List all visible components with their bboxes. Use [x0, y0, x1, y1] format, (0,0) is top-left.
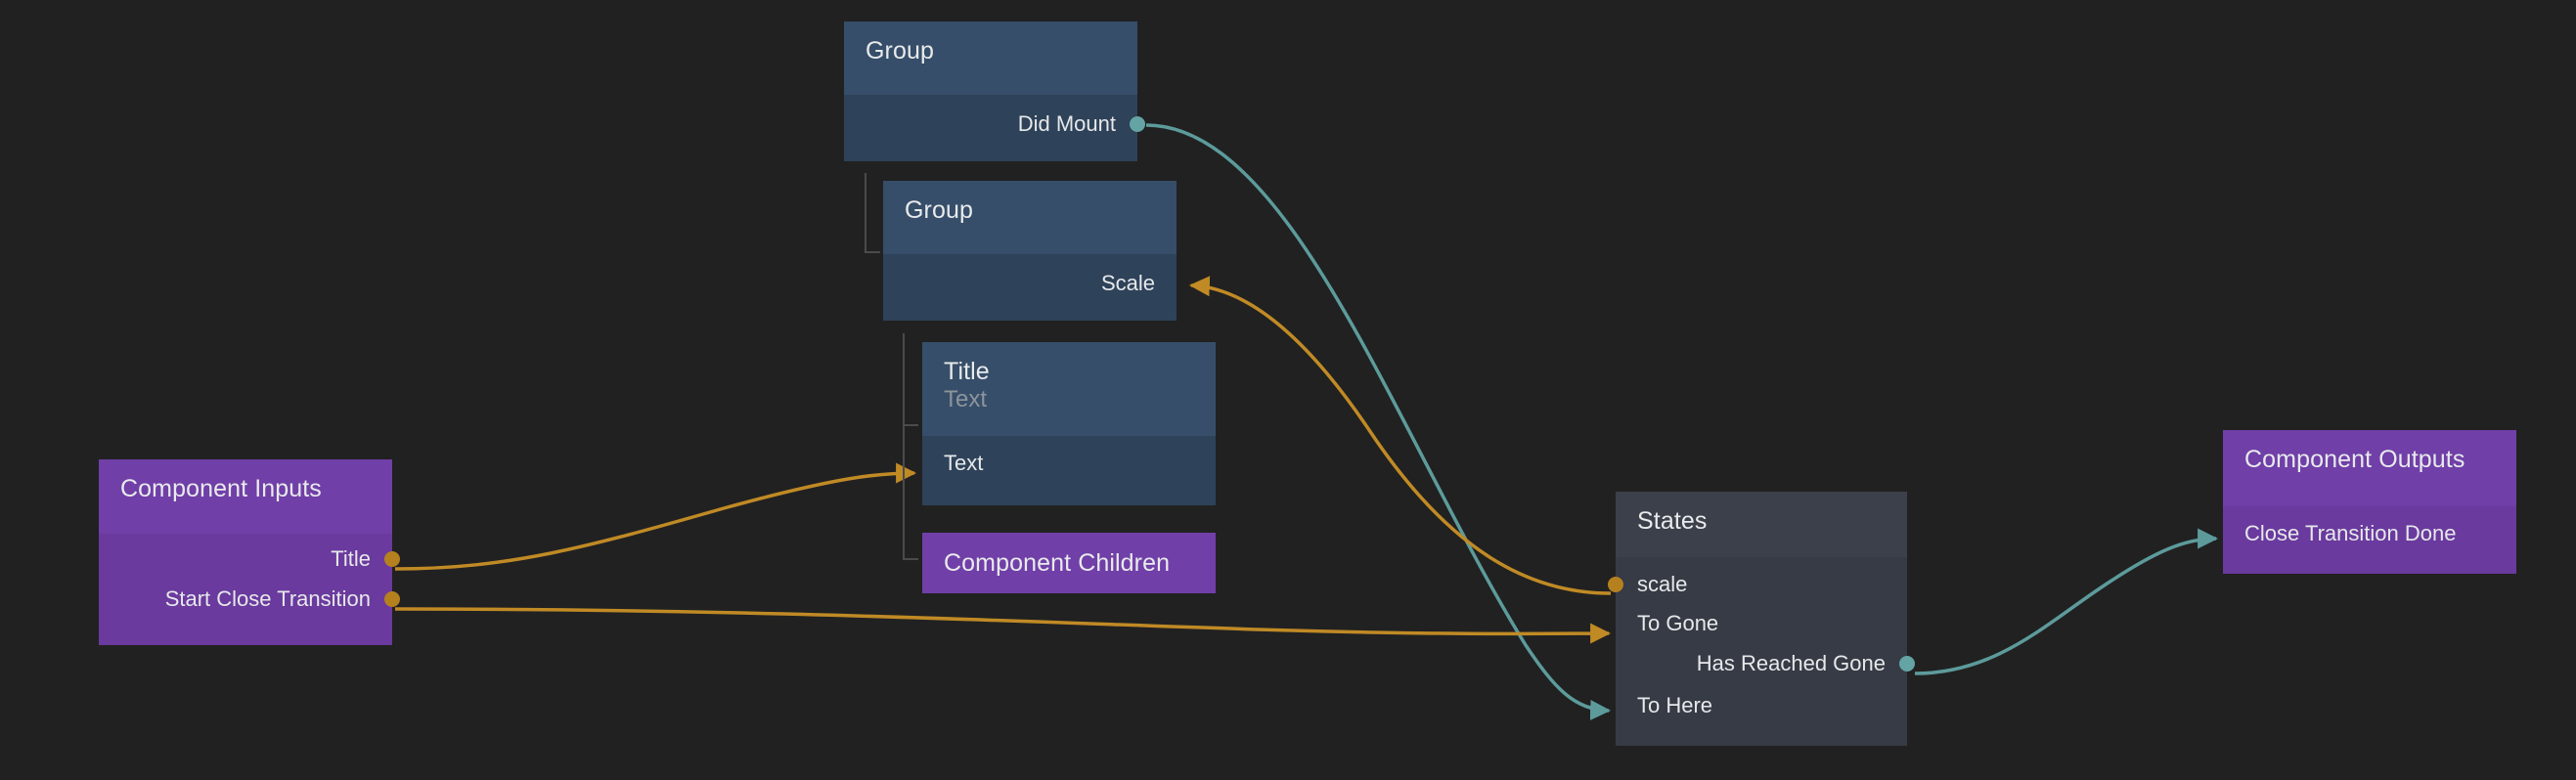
node-component-children[interactable]: Component Children — [922, 533, 1216, 593]
node-title: Title — [944, 358, 990, 385]
port-label: Title — [331, 546, 371, 571]
port-label: Close Transition Done — [2244, 521, 2457, 545]
port-dot-has-reached-gone[interactable] — [1899, 656, 1915, 672]
port-scale-in[interactable]: Scale — [1101, 272, 1155, 295]
node-header: Group — [844, 22, 1137, 95]
node-header: States — [1616, 492, 1907, 557]
port-dot-did-mount[interactable] — [1130, 116, 1145, 132]
node-component-outputs[interactable]: Component Outputs Close Transition Done — [2223, 430, 2516, 574]
tree-guide-horizontal-2b — [903, 558, 918, 560]
port-label: To Here — [1637, 693, 1713, 717]
node-header: Component Children — [922, 533, 1216, 593]
node-body: Title Start Close Transition — [99, 534, 400, 645]
node-title: Component Outputs — [2244, 446, 2465, 473]
node-group-outer[interactable]: Group Did Mount — [844, 22, 1145, 161]
node-title: Group — [905, 196, 973, 224]
node-header: Component Inputs — [99, 459, 392, 534]
port-to-here[interactable]: To Here — [1637, 694, 1712, 717]
port-label: Has Reached Gone — [1696, 651, 1886, 675]
node-body: Close Transition Done — [2223, 506, 2516, 574]
edge-has-reached-gone-to-close-transition-done — [1914, 528, 2219, 675]
edge-start-close-to-to-gone — [394, 607, 1612, 644]
node-title: Component Inputs — [120, 475, 322, 502]
node-body: Did Mount — [844, 95, 1145, 161]
tree-guide-vertical-2 — [903, 333, 905, 560]
node-body: scale To Gone Has Reached Gone To Here — [1608, 557, 1915, 746]
port-label: Text — [944, 451, 984, 475]
port-did-mount[interactable]: Did Mount — [1018, 112, 1116, 136]
node-body: Scale — [883, 254, 1177, 321]
tree-guide-horizontal-2a — [903, 424, 918, 426]
port-dot-scale-out[interactable] — [1608, 577, 1623, 592]
port-scale-out[interactable]: scale — [1637, 573, 1687, 596]
port-dot-title-out[interactable] — [384, 551, 400, 567]
node-component-inputs[interactable]: Component Inputs Title Start Close Trans… — [99, 459, 400, 645]
node-header: Component Outputs — [2223, 430, 2516, 506]
port-dot-start-close-transition-out[interactable] — [384, 591, 400, 607]
node-states[interactable]: States scale To Gone Has Reached Gone To… — [1608, 492, 1915, 746]
node-subtitle: Text — [944, 386, 988, 412]
tree-guide-vertical-1 — [865, 173, 866, 253]
node-body: Text — [922, 436, 1216, 505]
node-header: Group — [883, 181, 1177, 254]
node-title: States — [1637, 507, 1708, 535]
port-close-transition-done[interactable]: Close Transition Done — [2244, 522, 2456, 545]
node-title-component[interactable]: Title Text Text — [922, 342, 1216, 505]
port-label: To Gone — [1637, 611, 1719, 635]
port-label: Did Mount — [1017, 111, 1116, 136]
port-text[interactable]: Text — [944, 452, 983, 475]
port-label: scale — [1637, 572, 1688, 596]
node-title: Group — [866, 37, 934, 65]
node-header: Title Text — [922, 342, 1216, 436]
port-to-gone[interactable]: To Gone — [1637, 612, 1718, 635]
tree-guide-horizontal-1 — [865, 251, 880, 253]
port-has-reached-gone[interactable]: Has Reached Gone — [1697, 652, 1886, 675]
port-title-out[interactable]: Title — [331, 547, 371, 571]
port-start-close-transition-out[interactable]: Start Close Transition — [165, 587, 371, 611]
edge-title-to-text — [394, 462, 917, 571]
port-label: Start Close Transition — [164, 586, 371, 611]
node-title: Component Children — [944, 549, 1171, 577]
edge-scale-to-scale — [1188, 276, 1612, 595]
node-group-inner[interactable]: Group Scale — [883, 181, 1177, 321]
port-label: Scale — [1100, 271, 1155, 295]
